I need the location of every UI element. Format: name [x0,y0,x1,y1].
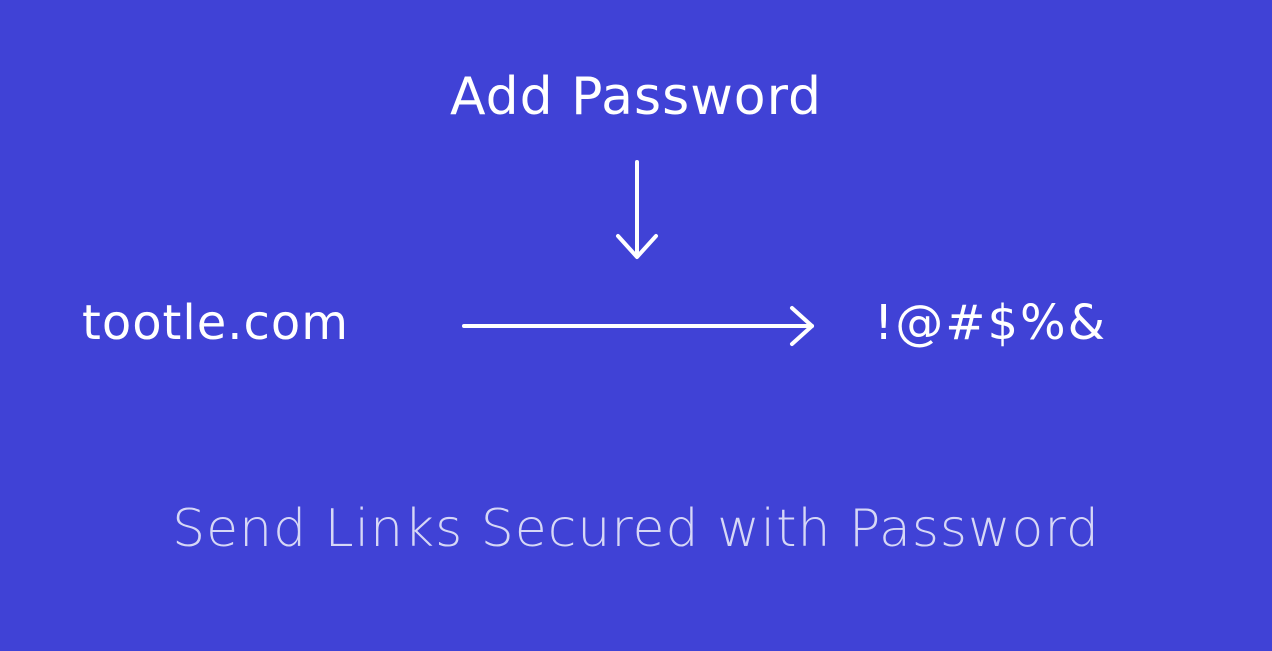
add-password-heading: Add Password [449,67,823,127]
arrow-down-icon [616,160,658,259]
url-text: tootle.com [82,295,350,351]
arrow-right-icon [462,306,814,346]
tagline-text: Send Links Secured with Password [172,499,1100,559]
password-symbols: !@#$%& [874,295,1108,351]
